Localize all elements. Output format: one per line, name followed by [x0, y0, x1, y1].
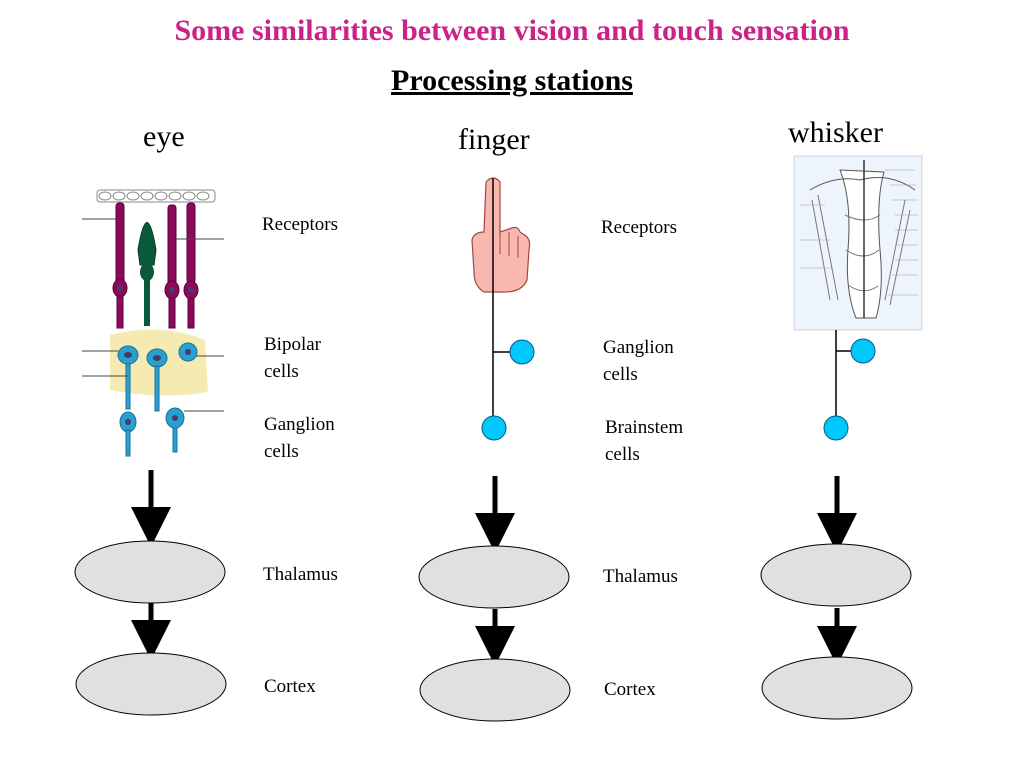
slide-title: Some similarities between vision and tou…	[174, 14, 850, 47]
finger-ganglion-node	[509, 339, 535, 365]
finger-hand-icon	[471, 177, 531, 293]
eye-cortex-label: Cortex	[264, 676, 316, 697]
whisker-thalamus-node	[760, 543, 912, 607]
whisker-follicle-illustration	[793, 155, 923, 331]
whisker-heading: whisker	[788, 116, 883, 149]
whisker-ganglion-node	[850, 338, 876, 364]
eye-heading: eye	[143, 120, 185, 153]
eye-bipolar-label: Bipolar cells	[264, 334, 321, 382]
whisker-cortex-node	[761, 656, 913, 720]
finger-receptors-label: Receptors	[601, 217, 677, 238]
eye-thalamus-label: Thalamus	[263, 564, 338, 585]
slide-subtitle: Processing stations	[391, 64, 633, 97]
finger-thalamus-label: Thalamus	[603, 566, 678, 587]
finger-brainstem-node	[481, 415, 507, 441]
whisker-brainstem-node	[823, 415, 849, 441]
eye-cortex-node	[75, 652, 227, 716]
eye-thalamus-node	[74, 540, 226, 604]
eye-receptors-label: Receptors	[262, 214, 338, 235]
retina-illustration	[82, 189, 224, 457]
finger-cortex-node	[419, 658, 571, 722]
finger-thalamus-node	[418, 545, 570, 609]
finger-heading: finger	[458, 123, 530, 156]
finger-ganglion-label: Ganglion cells	[603, 337, 674, 385]
finger-brainstem-label: Brainstem cells	[605, 417, 684, 465]
finger-cortex-label: Cortex	[604, 679, 656, 700]
eye-ganglion-label: Ganglion cells	[264, 414, 335, 462]
